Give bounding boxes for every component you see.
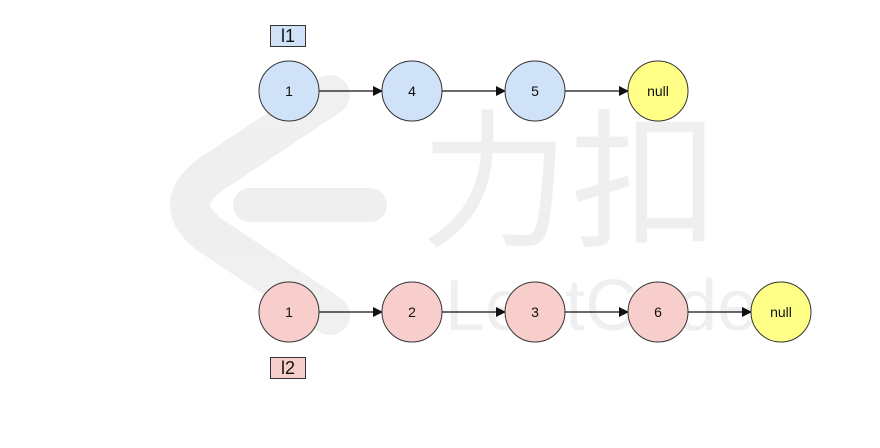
node-circle [504,281,566,343]
leetcode-watermark: 力扣 LeetCode [170,75,757,346]
node-value: 4 [408,83,416,99]
node-value: 3 [531,304,539,320]
node-circle [504,60,566,122]
node-l2-3: 6 [627,281,689,343]
watermark-latin-text: LeetCode [445,266,757,346]
node-l1-3: null [627,60,689,122]
node-circle [258,60,320,122]
list-label-l2: l2 [270,357,306,379]
node-circle [627,281,689,343]
node-l2-0: 1 [258,281,320,343]
node-l2-1: 2 [381,281,443,343]
node-circle [381,60,443,122]
node-value: 6 [654,304,662,320]
node-circle [750,281,812,343]
lists-layer: 1 4 5 null 1 2 3 6 null [258,60,812,343]
node-l1-0: 1 [258,60,320,122]
node-value: 1 [285,304,293,320]
node-circle [258,281,320,343]
node-value: null [770,304,792,320]
node-value: 5 [531,83,539,99]
node-l2-2: 3 [504,281,566,343]
node-value: 1 [285,83,293,99]
watermark-chinese-text: 力扣 [420,99,720,267]
node-value: 2 [408,304,416,320]
node-value: null [647,83,669,99]
node-l2-4: null [750,281,812,343]
leetcode-logo-icon [170,75,350,335]
node-l1-1: 4 [381,60,443,122]
node-l1-2: 5 [504,60,566,122]
node-circle [627,60,689,122]
node-circle [381,281,443,343]
list-label-l1: l1 [270,25,306,47]
